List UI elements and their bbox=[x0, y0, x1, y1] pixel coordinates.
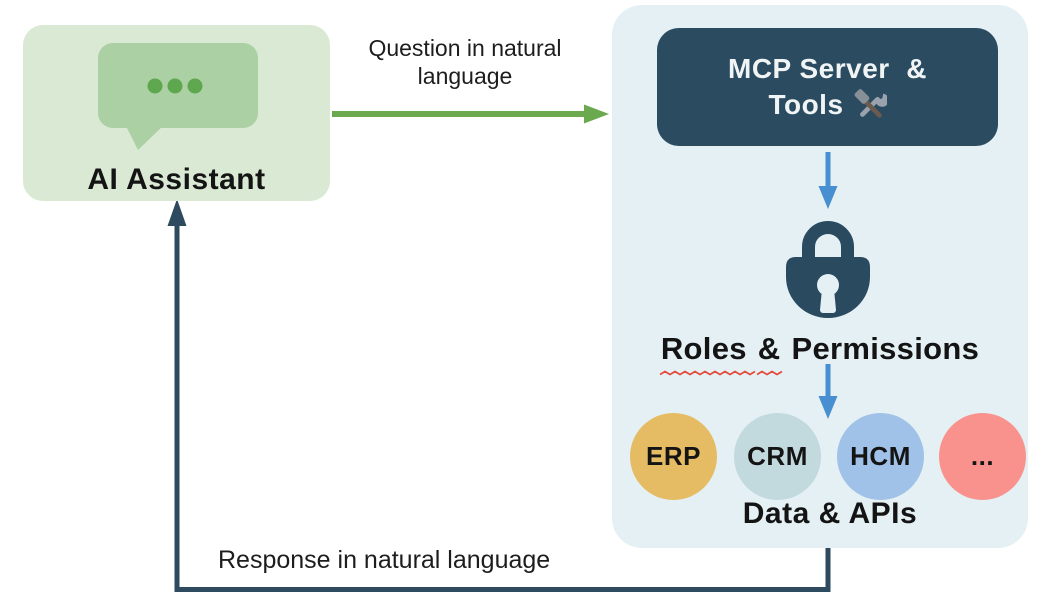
hammer-wrench-icon bbox=[854, 89, 887, 118]
chat-bubble-icon bbox=[98, 43, 258, 150]
more-systems-label: ... bbox=[970, 441, 995, 471]
ampersand-word: & bbox=[756, 331, 783, 376]
erp-circle: ERP bbox=[630, 413, 717, 500]
hcm-circle: HCM bbox=[837, 413, 924, 500]
hcm-label: HCM bbox=[850, 441, 911, 471]
down-arrow-icon bbox=[818, 152, 838, 209]
mcp-server-label-line2: Tools bbox=[768, 89, 844, 120]
data-apis-caption: Data & APIs bbox=[742, 497, 918, 530]
question-flow-label: Question in natural language bbox=[368, 35, 562, 90]
mcp-server-label-line1: MCP Server & bbox=[728, 52, 927, 84]
crm-label: CRM bbox=[747, 441, 808, 471]
crm-circle: CRM bbox=[734, 413, 821, 500]
padlock-icon bbox=[786, 221, 870, 318]
response-flow-label: Response in natural language bbox=[218, 546, 551, 574]
more-systems-circle: ... bbox=[939, 413, 1026, 500]
erp-label: ERP bbox=[646, 441, 701, 471]
roles-permissions-heading: Roles & Permissions bbox=[612, 331, 1028, 376]
spellcheck-squiggle bbox=[659, 370, 756, 376]
permissions-word: Permissions bbox=[791, 331, 980, 366]
question-arrow bbox=[332, 104, 609, 124]
systems-row: ERP CRM HCM ... bbox=[612, 413, 1028, 501]
ai-assistant-label: AI Assistant bbox=[87, 163, 266, 196]
mcp-tools-container: MCP Server & Tools bbox=[612, 5, 1028, 548]
mcp-server-box: MCP Server & Tools bbox=[657, 28, 998, 146]
ai-assistant-box: AI Assistant bbox=[23, 25, 330, 201]
down-arrow-icon bbox=[818, 364, 838, 419]
roles-word: Roles bbox=[659, 331, 756, 376]
spellcheck-squiggle bbox=[756, 370, 783, 376]
